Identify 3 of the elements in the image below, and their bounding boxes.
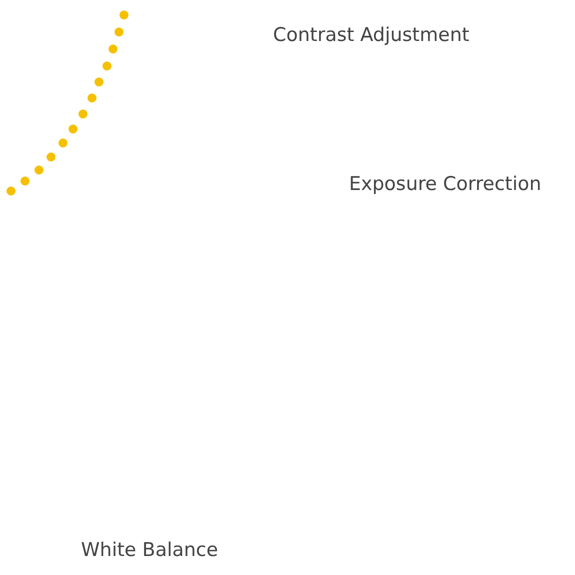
category-label: White Balance <box>81 539 218 561</box>
category-label: Exposure Correction <box>349 173 542 195</box>
category-label: Contrast Adjustment <box>273 24 470 46</box>
